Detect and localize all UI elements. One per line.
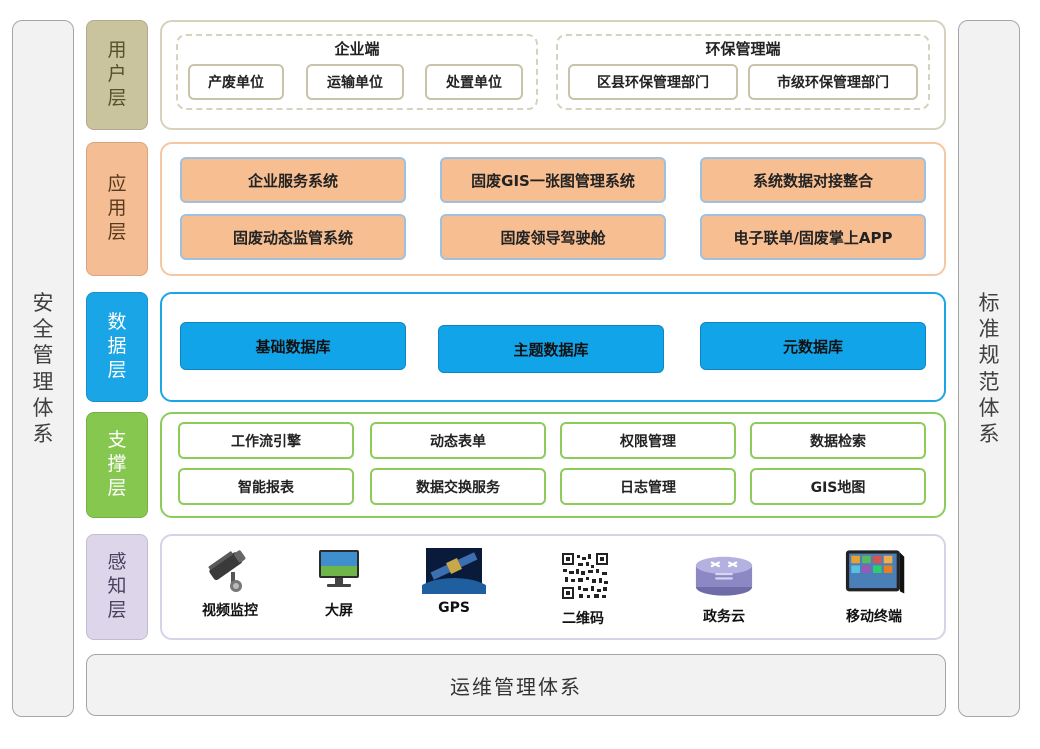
standard-char: 规 bbox=[978, 343, 1000, 368]
cctv-camera-icon bbox=[208, 550, 246, 592]
support-layer-label: 支 撑 层 bbox=[86, 412, 148, 518]
support-item[interactable]: 权限管理 bbox=[560, 422, 736, 459]
label-char: 用 bbox=[107, 197, 127, 220]
security-system-column: 安 全 管 理 体 系 bbox=[12, 20, 74, 717]
support-item[interactable]: 智能报表 bbox=[178, 468, 354, 505]
label-char: 应 bbox=[107, 173, 127, 196]
support-item[interactable]: 数据检索 bbox=[750, 422, 926, 459]
label-char: 户 bbox=[107, 63, 127, 86]
sense-item-label: 移动终端 bbox=[846, 609, 902, 625]
tablet-icon bbox=[845, 550, 905, 594]
environment-group bbox=[556, 34, 930, 110]
sense-item-label: 政务云 bbox=[703, 609, 745, 625]
label-char: 层 bbox=[107, 476, 127, 499]
security-char: 理 bbox=[32, 369, 54, 394]
user-layer-label: 用 户 层 bbox=[86, 20, 148, 130]
sense-item-screen[interactable]: 大屏 bbox=[304, 544, 374, 620]
user-item[interactable]: 产废单位 bbox=[188, 64, 284, 100]
security-char: 全 bbox=[32, 317, 54, 341]
data-item[interactable]: 主题数据库 bbox=[438, 325, 664, 373]
data-layer-label: 数 据 层 bbox=[86, 292, 148, 402]
sense-item-label: 二维码 bbox=[562, 611, 604, 627]
user-item[interactable]: 处置单位 bbox=[425, 64, 523, 100]
app-item[interactable]: 固废GIS一张图管理系统 bbox=[440, 157, 666, 203]
label-char: 层 bbox=[107, 220, 127, 243]
security-char: 体 bbox=[32, 395, 54, 420]
app-item[interactable]: 企业服务系统 bbox=[180, 157, 406, 203]
app-item[interactable]: 系统数据对接整合 bbox=[700, 157, 926, 203]
label-char: 撑 bbox=[107, 453, 127, 476]
sense-item-video[interactable]: 视频监控 bbox=[188, 544, 272, 620]
ops-system-bar: 运维管理体系 bbox=[86, 654, 946, 716]
standard-char: 体 bbox=[978, 395, 1000, 420]
sense-item-mobile[interactable]: 移动终端 bbox=[830, 546, 918, 626]
support-item[interactable]: 数据交换服务 bbox=[370, 468, 546, 505]
sense-item-cloud[interactable]: 政务云 bbox=[682, 546, 766, 626]
app-item[interactable]: 固废动态监管系统 bbox=[180, 214, 406, 260]
standard-char: 范 bbox=[978, 369, 1000, 394]
sense-item-label: 大屏 bbox=[325, 603, 353, 619]
sense-item-qrcode[interactable]: 二维码 bbox=[548, 550, 618, 628]
big-screen-icon bbox=[319, 550, 359, 587]
security-char: 管 bbox=[32, 343, 54, 368]
environment-group-title: 环保管理端 bbox=[705, 40, 781, 58]
label-char: 感 bbox=[107, 551, 127, 574]
sense-item-label: 视频监控 bbox=[202, 603, 258, 619]
support-item[interactable]: 工作流引擎 bbox=[178, 422, 354, 459]
support-item[interactable]: 日志管理 bbox=[560, 468, 736, 505]
app-item[interactable]: 电子联单/固废掌上APP bbox=[700, 214, 926, 260]
data-item[interactable]: 基础数据库 bbox=[180, 322, 406, 370]
label-char: 层 bbox=[107, 358, 127, 381]
user-item[interactable]: 市级环保管理部门 bbox=[748, 64, 918, 100]
sense-item-label: GPS bbox=[438, 600, 470, 616]
standard-char: 标 bbox=[978, 290, 1000, 315]
standard-char: 系 bbox=[978, 422, 1000, 446]
satellite-icon bbox=[422, 548, 486, 594]
sense-item-gps[interactable]: GPS bbox=[412, 544, 496, 616]
app-layer-label: 应 用 层 bbox=[86, 142, 148, 276]
sense-layer-frame bbox=[160, 534, 946, 640]
label-char: 知 bbox=[107, 575, 127, 598]
app-item[interactable]: 固废领导驾驶舱 bbox=[440, 214, 666, 260]
standard-char: 准 bbox=[978, 317, 1000, 341]
security-char: 系 bbox=[32, 422, 54, 446]
enterprise-group bbox=[176, 34, 538, 110]
data-item[interactable]: 元数据库 bbox=[700, 322, 926, 370]
label-char: 层 bbox=[107, 86, 127, 109]
user-item[interactable]: 运输单位 bbox=[306, 64, 404, 100]
label-char: 数 bbox=[107, 311, 127, 334]
support-item[interactable]: 动态表单 bbox=[370, 422, 546, 459]
standard-system-column: 标 准 规 范 体 系 bbox=[958, 20, 1020, 717]
enterprise-group-title: 企业端 bbox=[334, 40, 380, 58]
label-char: 用 bbox=[107, 39, 127, 62]
security-char: 安 bbox=[32, 290, 54, 315]
router-icon bbox=[695, 556, 753, 596]
qr-code-icon bbox=[561, 552, 609, 600]
label-char: 层 bbox=[107, 598, 127, 621]
sense-layer-label: 感 知 层 bbox=[86, 534, 148, 640]
user-item[interactable]: 区县环保管理部门 bbox=[568, 64, 738, 100]
label-char: 支 bbox=[107, 429, 127, 452]
label-char: 据 bbox=[107, 335, 127, 358]
support-item[interactable]: GIS地图 bbox=[750, 468, 926, 505]
